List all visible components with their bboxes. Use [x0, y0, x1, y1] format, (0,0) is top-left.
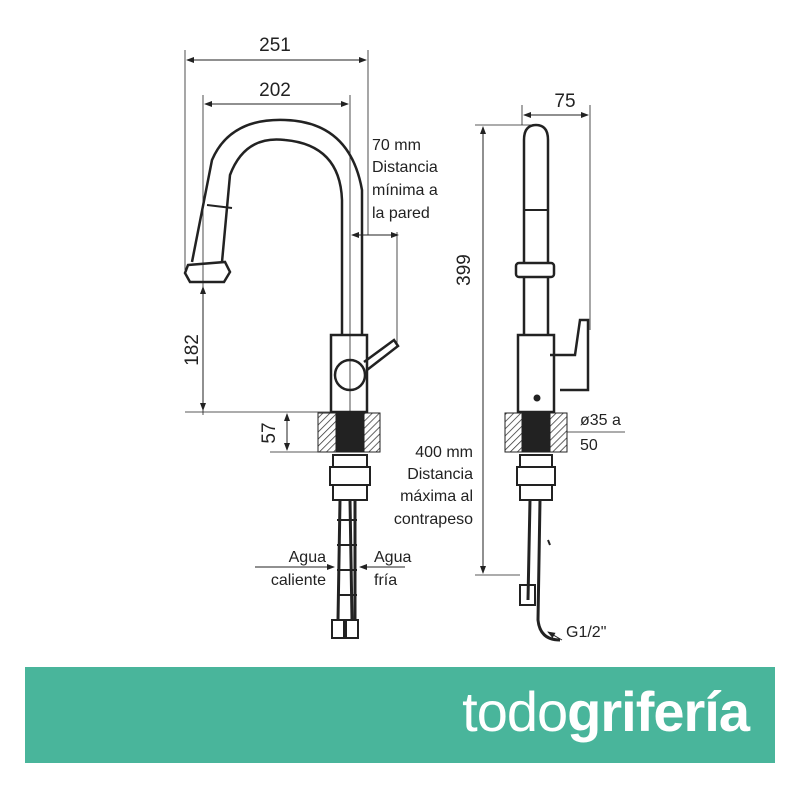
- cold-water-label: Agua: [374, 549, 411, 566]
- fitting-nut: [332, 454, 368, 468]
- logo-light-text: todo: [462, 680, 568, 743]
- hole-note-line: 50: [580, 437, 598, 454]
- side-hose-connector: [519, 539, 551, 606]
- side-supply-hoses: [526, 499, 561, 642]
- thread-label: G1/2": [566, 624, 606, 641]
- hot-water-label: caliente: [271, 572, 326, 589]
- side-mounting-shank: [521, 412, 551, 453]
- counterweight-note-line: máxima al: [400, 488, 473, 505]
- wall-note-line: 70 mm: [372, 137, 421, 154]
- spout-outer: [190, 118, 364, 335]
- hose-bands: [337, 519, 357, 596]
- fitting-nut: [329, 466, 371, 486]
- faucet-body: [329, 333, 369, 414]
- side-faucet-body: [516, 333, 556, 414]
- dim-base-height: 57: [259, 422, 280, 443]
- side-fitting-nut: [516, 466, 556, 486]
- supply-hoses: [336, 499, 357, 621]
- hose-connector: [331, 619, 345, 639]
- mounting-shank: [335, 412, 365, 453]
- faucet-technical-drawing: 251 202 182 57 70 mm Distancia mínima a …: [182, 35, 625, 642]
- wall-note-line: la pared: [372, 205, 430, 222]
- hot-water-label: Agua: [289, 549, 326, 566]
- spout-inner: [220, 138, 344, 335]
- hole-note-line: ø35 a: [580, 412, 621, 429]
- front-labels: 251 202 182 57 70 mm Distancia mínima a …: [182, 35, 473, 589]
- dim-spout-reach: 202: [259, 80, 291, 101]
- side-lever: [550, 318, 590, 392]
- wall-note-line: Distancia: [372, 159, 438, 176]
- dim-height: 399: [454, 254, 475, 286]
- counterweight-note-line: Distancia: [407, 466, 473, 483]
- fitting-nut: [332, 484, 368, 501]
- dim-spout-height: 182: [182, 334, 203, 366]
- side-spray-ring: [514, 261, 556, 279]
- side-fitting-nut: [519, 454, 553, 468]
- brand-logo: todogrifería: [462, 677, 750, 747]
- dim-depth: 75: [554, 91, 575, 112]
- side-body-screw: [533, 394, 541, 402]
- side-view: [475, 105, 625, 642]
- spout-joint: [206, 204, 233, 209]
- side-fitting-nut: [519, 484, 553, 501]
- brand-banner: todogrifería: [25, 667, 775, 763]
- dim-total-width: 251: [259, 35, 291, 56]
- hose-connector: [345, 619, 359, 639]
- wall-note-line: mínima a: [372, 182, 438, 199]
- logo-bold-text: grifería: [567, 680, 750, 743]
- counterweight-note-line: contrapeso: [394, 511, 473, 528]
- lever-handle: [363, 338, 400, 371]
- thread-leader: [547, 631, 563, 641]
- cold-water-label: fría: [374, 572, 397, 589]
- lever-pivot: [333, 358, 367, 392]
- side-labels: 75 399 ø35 a 50 G1/2": [454, 91, 621, 641]
- counterweight-note-line: 400 mm: [415, 444, 473, 461]
- spray-head: [183, 260, 232, 284]
- front-view: [183, 50, 405, 639]
- side-spout: [522, 123, 550, 335]
